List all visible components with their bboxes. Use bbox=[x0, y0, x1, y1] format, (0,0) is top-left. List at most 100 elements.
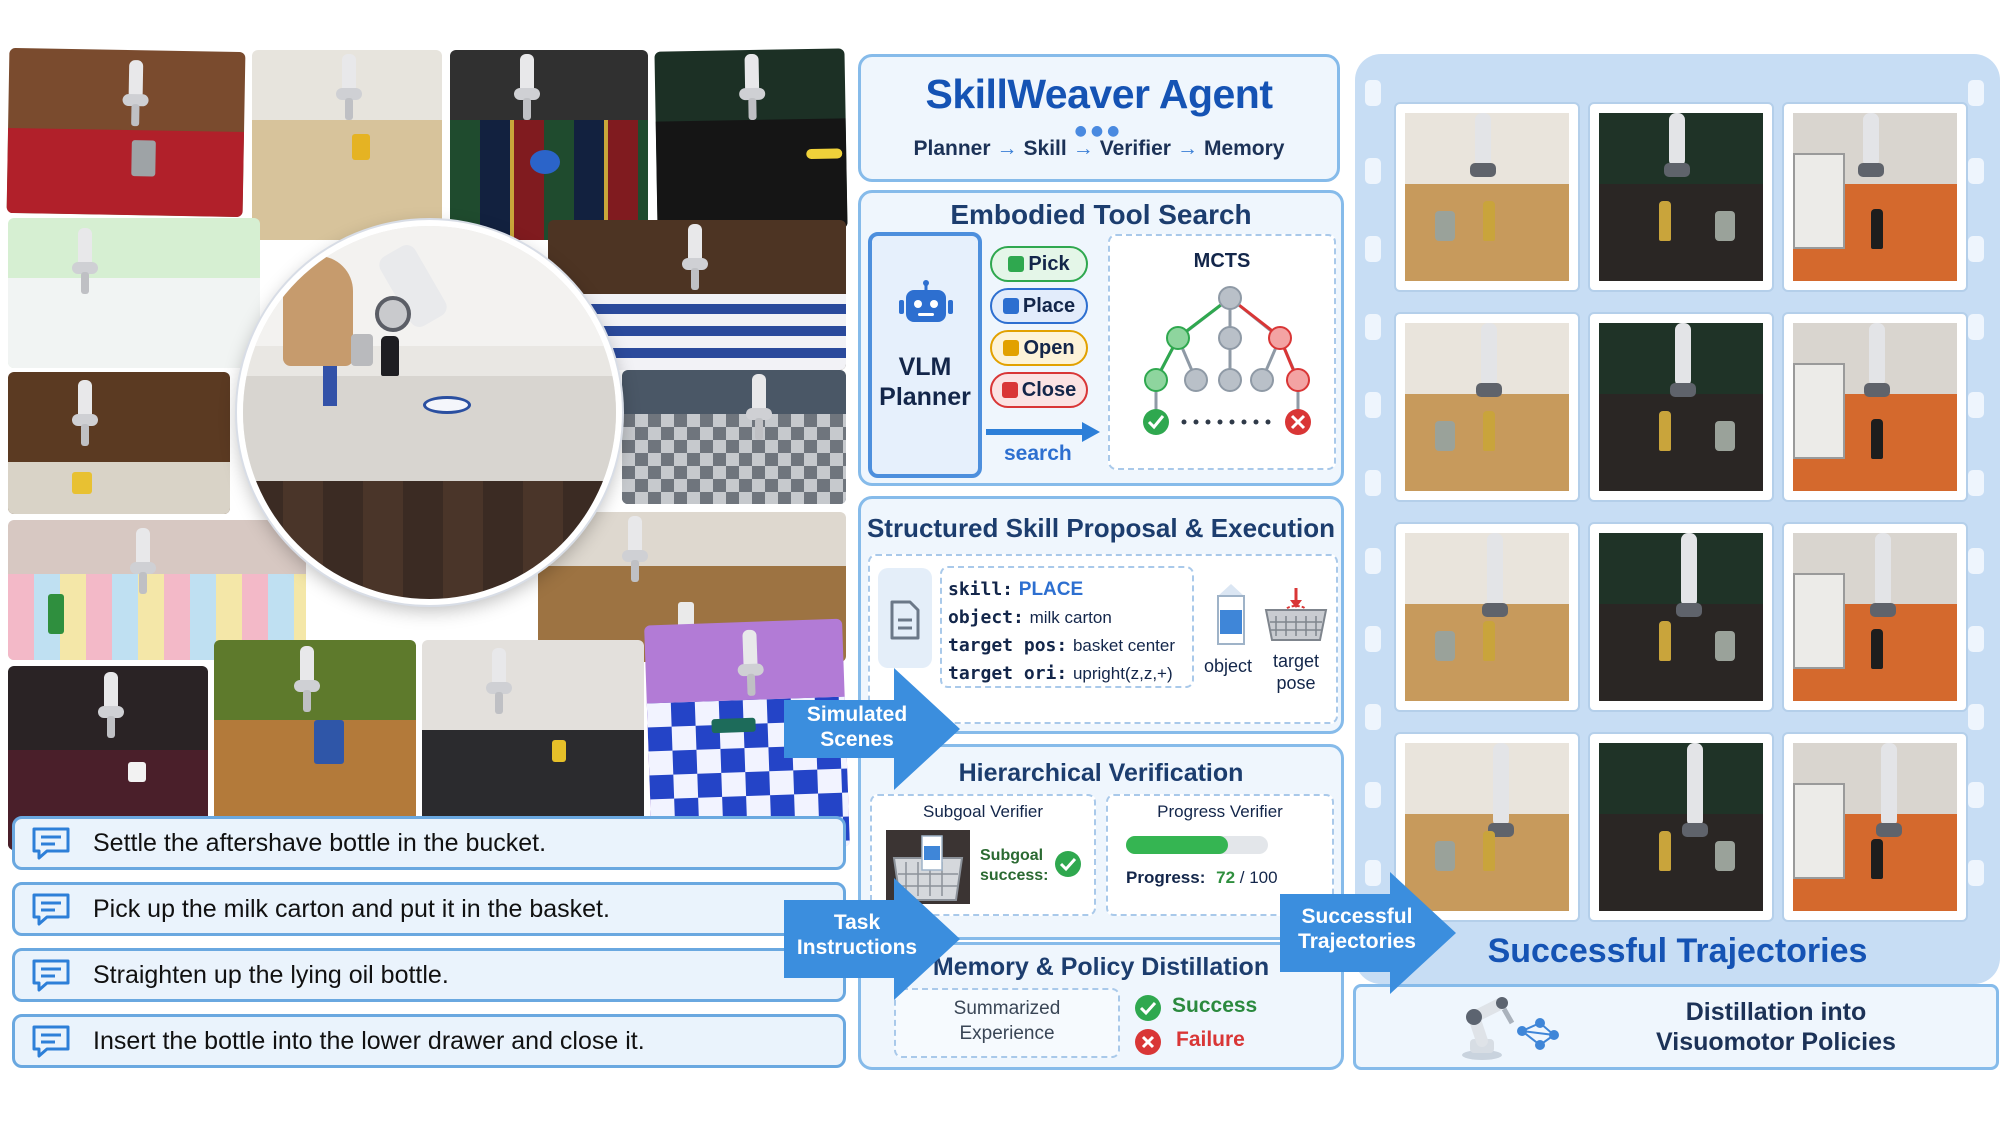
film-sprocket-hole bbox=[1968, 626, 1984, 652]
agent-header-panel: SkillWeaver Agent ●●● Planner→Skill→Veri… bbox=[858, 54, 1340, 182]
task-instruction-item: Settle the aftershave bottle in the buck… bbox=[12, 816, 846, 870]
subgoal-verifier-box: Subgoal Verifier Subgoal success: bbox=[870, 794, 1096, 916]
target-pose-label-line2: pose bbox=[1276, 673, 1316, 693]
task-line2: Instructions bbox=[796, 936, 918, 959]
film-sprocket-hole bbox=[1365, 782, 1381, 808]
skill-place-label: Place bbox=[1022, 294, 1076, 317]
milk-carton-icon bbox=[1217, 584, 1245, 645]
field-value-target-ori: upright(z,z,+) bbox=[1072, 664, 1173, 683]
skill-spec-fields: skill: PLACE object: milk carton target … bbox=[948, 576, 1175, 688]
task-instruction-text: Insert the bottle into the lower drawer … bbox=[93, 1026, 645, 1055]
film-sprocket-hole bbox=[1968, 392, 1984, 418]
film-sprocket-hole bbox=[1968, 314, 1984, 340]
film-sprocket-hole bbox=[1365, 704, 1381, 730]
vlm-planner-label-line1: VLM bbox=[898, 353, 952, 381]
progress-verifier-label: Progress Verifier bbox=[1157, 802, 1283, 821]
trajectory-frame-image bbox=[1793, 113, 1957, 281]
arrow-right-icon: → bbox=[996, 137, 1018, 160]
chat-bubble-icon bbox=[32, 827, 70, 860]
dots-divider-icon: ●●● bbox=[1074, 123, 1124, 139]
trajectory-frame-image bbox=[1793, 323, 1957, 491]
trajectory-frame-image bbox=[1599, 743, 1763, 911]
mcts-label: MCTS bbox=[1193, 250, 1251, 272]
successful-line2: Trajectories bbox=[1298, 930, 1416, 953]
film-sprocket-hole bbox=[1365, 626, 1381, 652]
robot-arm-icon bbox=[1462, 997, 1559, 1060]
field-value-target-pos: basket center bbox=[1072, 636, 1176, 655]
trajectory-frame bbox=[1782, 102, 1968, 292]
film-sprocket-hole bbox=[1968, 782, 1984, 808]
trajectory-frame-image bbox=[1793, 743, 1957, 911]
arrow-right-icon: → bbox=[1176, 137, 1198, 160]
task-instructions-arrow bbox=[784, 878, 960, 1000]
basket-target-icon bbox=[1264, 588, 1328, 641]
trajectory-frame-image bbox=[1793, 533, 1957, 701]
successful-trajectories-title: Successful Trajectories bbox=[1487, 932, 1868, 970]
tool-search-title: Embodied Tool Search bbox=[950, 199, 1252, 230]
simulated-scenes-label: Simulated Scenes bbox=[782, 702, 932, 752]
skill-close-button[interactable]: Close bbox=[990, 372, 1088, 408]
trajectory-frame-image bbox=[1405, 323, 1569, 491]
field-key-target-ori: target ori: bbox=[948, 663, 1068, 684]
trajectory-frame-image bbox=[1599, 113, 1763, 281]
film-sprocket-hole bbox=[1968, 548, 1984, 574]
field-key-object: object: bbox=[948, 607, 1024, 628]
central-scene-image bbox=[237, 220, 622, 605]
film-sprocket-hole bbox=[1365, 80, 1381, 106]
verification-title: Hierarchical Verification bbox=[958, 759, 1244, 787]
progress-value: 72 bbox=[1216, 868, 1236, 887]
search-label: search bbox=[1004, 442, 1072, 465]
scene-tile bbox=[622, 370, 846, 504]
trajectory-frame bbox=[1588, 312, 1774, 502]
film-sprocket-hole bbox=[1365, 860, 1381, 886]
chat-bubble-icon bbox=[32, 893, 70, 926]
vlm-planner-label-line2: Planner bbox=[879, 383, 971, 411]
subgoal-success-line2: success: bbox=[980, 867, 1049, 884]
pipeline-step-memory: Memory bbox=[1203, 137, 1285, 160]
task-instruction-text: Straighten up the lying oil bottle. bbox=[93, 960, 449, 989]
chat-bubble-icon bbox=[32, 1025, 70, 1058]
successful-trajectories-arrow bbox=[1280, 872, 1456, 994]
door-open-icon bbox=[1003, 340, 1020, 356]
trajectory-frame bbox=[1782, 522, 1968, 712]
subgoal-verifier-label: Subgoal Verifier bbox=[922, 802, 1044, 821]
skill-pick-button[interactable]: Pick bbox=[990, 246, 1088, 282]
film-sprocket-hole bbox=[1968, 470, 1984, 496]
summarized-experience-box: Summarized Experience bbox=[894, 988, 1120, 1058]
skill-proposal-title: Structured Skill Proposal & Execution bbox=[866, 513, 1336, 543]
skill-open-button[interactable]: Open bbox=[990, 330, 1088, 366]
trajectory-frame bbox=[1782, 732, 1968, 922]
film-sprocket-hole bbox=[1968, 236, 1984, 262]
trajectory-frame-image bbox=[1405, 113, 1569, 281]
trajectory-frame bbox=[1782, 312, 1968, 502]
vlm-planner-label: VLM Planner bbox=[872, 352, 978, 412]
robot-head-icon bbox=[899, 280, 953, 322]
arrow-right-icon: → bbox=[1072, 137, 1094, 160]
trajectory-frame bbox=[1588, 522, 1774, 712]
film-sprocket-hole bbox=[1968, 158, 1984, 184]
object-label: object bbox=[1204, 656, 1253, 676]
agent-pipeline: Planner→Skill→Verifier→Memory bbox=[861, 137, 1337, 161]
success-check-icon bbox=[1135, 995, 1161, 1021]
subgoal-success-line1: Subgoal bbox=[980, 847, 1044, 864]
failure-x-icon bbox=[1135, 1029, 1161, 1055]
trajectory-frame bbox=[1394, 732, 1580, 922]
field-value-skill: PLACE bbox=[1018, 579, 1084, 600]
check-circle-icon bbox=[1055, 851, 1081, 877]
trajectory-frame bbox=[1394, 102, 1580, 292]
agent-title: SkillWeaver Agent bbox=[925, 71, 1273, 117]
target-pose-label-line1: target bbox=[1272, 651, 1320, 671]
skill-place-button[interactable]: Place bbox=[990, 288, 1088, 324]
trajectory-frame bbox=[1394, 312, 1580, 502]
trajectory-frame-image bbox=[1405, 743, 1569, 911]
film-sprocket-hole bbox=[1365, 236, 1381, 262]
skill-close-label: Close bbox=[1021, 378, 1077, 401]
simulated-scenes-arrow bbox=[784, 668, 960, 790]
skill-spec-box: skill: PLACE object: milk carton target … bbox=[940, 566, 1194, 688]
subgoal-success-label: Subgoal success: bbox=[980, 846, 1049, 886]
film-sprocket-hole bbox=[1968, 860, 1984, 886]
successful-trajectories-arrow-label: Successful Trajectories bbox=[1278, 904, 1436, 954]
progress-readout: Progress: 72 / 100 bbox=[1126, 868, 1278, 888]
mcts-box: MCTS bbox=[1108, 234, 1336, 470]
summarized-line1: Summarized bbox=[953, 998, 1061, 1019]
